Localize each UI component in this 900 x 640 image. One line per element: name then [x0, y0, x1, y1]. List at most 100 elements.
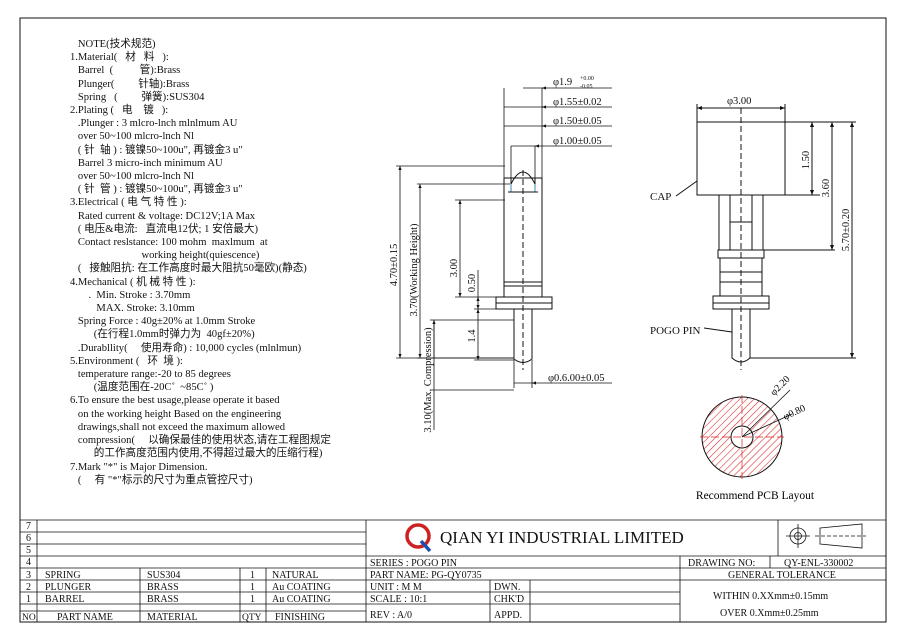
dim-cap-150: 1.50	[801, 151, 812, 169]
cap-dim-labels: φ3.00 1.50 3.60 5.70±0.20 CAP POGO PIN	[650, 96, 852, 337]
bom-part: SPRING	[45, 570, 81, 581]
dim-max-compression: 3.10(Max. Compression)	[423, 327, 434, 433]
dim-14: 1.4	[467, 329, 478, 343]
note-line: MAX. Stroke: 3.10mm	[62, 303, 195, 315]
bom-part: BARREL	[45, 594, 84, 605]
bom-material: BRASS	[147, 594, 179, 605]
dim-pcb-080: φ0.80	[782, 403, 808, 423]
note-line: 5.Environment ( 环 境 ):	[62, 355, 183, 367]
label-cap: CAP	[650, 191, 671, 203]
title-block	[20, 519, 886, 622]
note-line: ( 电压&电流: 直流电12伏; 1 安倍最大)	[62, 223, 258, 235]
sheet-border	[19, 17, 887, 623]
part-name: PART NAME: PG-QY0735	[370, 570, 482, 581]
appd: APPD.	[494, 610, 522, 621]
note-line: ( 有 "*"标示的尺寸为重点管控尺寸)	[62, 474, 253, 486]
note-line: Spring Force : 40g±20% at 1.0mm Stroke	[62, 316, 256, 328]
note-line: NOTE(技术规范)	[62, 39, 156, 50]
bom-part: PLUNGER	[45, 582, 91, 593]
dim-cap-570: 5.70±0.20	[841, 209, 852, 252]
note-line: 3.Electrical ( 电 气 特 性 ):	[62, 197, 187, 209]
scale: SCALE : 10:1	[370, 594, 427, 605]
pcb-layout: φ2.20 φ0.80 Recommend PCB Layout	[696, 374, 815, 502]
bom-qty: 1	[250, 594, 255, 605]
note-line: .Durabllity( 使用寿命) : 10,000 cycles (mlnl…	[62, 342, 302, 354]
dim-cap-diameter: φ3.00	[727, 96, 751, 107]
note-line: temperature range:-20 to 85 degrees	[62, 369, 231, 381]
bom-finish: Au COATING	[272, 594, 331, 605]
cap-assembly-view	[675, 104, 856, 370]
note-line: over 50~100 mlcro-lnch Nl	[62, 171, 194, 183]
note-line: . Min. Stroke : 3.70mm	[62, 289, 191, 301]
row-num: 7	[26, 521, 31, 532]
bom-no: 3	[26, 570, 31, 581]
hdr-material: MATERIAL	[147, 612, 198, 623]
rev: REV : A/0	[370, 610, 412, 621]
dim-d3: φ1.50±0.05	[553, 116, 602, 127]
note-line: Plunger( 针轴):Brass	[62, 78, 190, 90]
note-line: over 50~100 mlcro-lnch Nl	[62, 131, 194, 143]
bom-material: SUS304	[147, 570, 180, 581]
row-num: 5	[26, 545, 31, 556]
bom-no: 2	[26, 582, 31, 593]
bom-qty: 1	[250, 582, 255, 593]
note-line: 1.Material( 材 料 ):	[62, 52, 169, 64]
dim-050: 0.50	[467, 274, 478, 292]
pin-dimensions	[396, 86, 612, 430]
dim-d5: φ0.6.00±0.05	[548, 373, 604, 384]
drawing-no-label: DRAWING NO:	[688, 558, 755, 569]
note-line: 的工作高度范围内使用,不得超过最大的压缩行程)	[62, 448, 323, 460]
dim-d2: φ1.55±0.02	[553, 97, 602, 108]
dim-cap-360: 3.60	[821, 179, 832, 197]
note-line: Barrel ( 管):Brass	[62, 65, 181, 77]
hdr-part: PART NAME	[57, 612, 113, 623]
bom-material: BRASS	[147, 582, 179, 593]
note-line: drawings,shall not exceed the maximum al…	[62, 421, 286, 433]
bom-finish: NATURAL	[272, 570, 319, 581]
pin-dim-labels: φ1.9 +0.00 -0.05 φ1.55±0.02 φ1.50±0.05 φ…	[389, 76, 604, 433]
pcb-title: Recommend PCB Layout	[696, 490, 815, 502]
note-line: 2.Plating ( 电 镀 ):	[62, 105, 169, 117]
tolerance-title: GENERAL TOLERANCE	[728, 570, 836, 581]
note-line: Spring ( 弹簧):SUS304	[62, 91, 205, 103]
note-line: working height(quiescence)	[62, 250, 260, 262]
note-line: Barrel 3 micro-inch minimum AU	[62, 157, 223, 169]
dim-d1-sup: +0.00	[580, 76, 594, 82]
note-line: 6.To ensure the best usage,please operat…	[62, 395, 280, 407]
note-line: (温度范围在-20C˚ ~85C˚ )	[62, 382, 214, 394]
row-num: 4	[26, 557, 31, 568]
note-line: (在行程1.0mm时弹力为 40gf±20%)	[62, 329, 255, 341]
company-name: QIAN YI INDUSTRIAL LIMITED	[440, 528, 684, 547]
tolerance-1: WITHIN 0.XXmm±0.15mm	[713, 591, 828, 602]
unit: UNIT : M M	[370, 582, 422, 593]
note-line: ( 针 轴 ) : 镀镍50~100u", 再镀金3 u"	[62, 144, 243, 156]
hdr-no: NO.	[22, 613, 38, 623]
title-block-text: 7 6 5 4 3 SPRING SUS304 1 NATURAL 2 PLUN…	[22, 521, 853, 623]
note-line: .Plunger : 3 mlcro-lnch mlnlmum AU	[62, 118, 238, 130]
note-line: Contact reslstance: 100 mohm maxlmum at	[62, 237, 268, 249]
label-pogo-pin: POGO PIN	[650, 325, 700, 337]
note-line: on the working height Based on the engin…	[62, 408, 282, 420]
dim-d1: φ1.9	[553, 77, 572, 88]
series: SERIES : POGO PIN	[370, 558, 457, 569]
bom-no: 1	[26, 594, 31, 605]
note-line: 7.Mark "*" is Major Dimension.	[62, 461, 208, 473]
dim-total-height: 4.70±0.15	[389, 244, 400, 287]
dim-d4: φ1.00±0.05	[553, 136, 602, 147]
bom-qty: 1	[250, 570, 255, 581]
dim-working-height: 3.70(Working Height)	[409, 223, 420, 317]
note-line: 4.Mechanical ( 机 械 特 性 ):	[62, 276, 196, 288]
company-logo	[405, 523, 432, 553]
dim-300: 3.00	[449, 259, 460, 277]
note-line: ( 针 管 ) : 镀镍50~100u", 再镀金3 u"	[62, 184, 243, 196]
projection-symbol	[786, 523, 866, 549]
hdr-finish: FINISHING	[275, 612, 325, 623]
dwn: DWN.	[494, 582, 520, 593]
bom-finish: Au COATING	[272, 582, 331, 593]
note-line: compression( 以确保最佳的使用状态,请在工程图规定	[62, 435, 331, 447]
note-line: ( 接触阻抗: 在工作高度时最大阻抗50毫欧)(静态)	[62, 263, 307, 275]
drawing-no: QY-ENL-330002	[784, 558, 853, 569]
tolerance-2: OVER 0.Xmm±0.25mm	[720, 608, 819, 619]
pin-side-view	[495, 170, 553, 370]
